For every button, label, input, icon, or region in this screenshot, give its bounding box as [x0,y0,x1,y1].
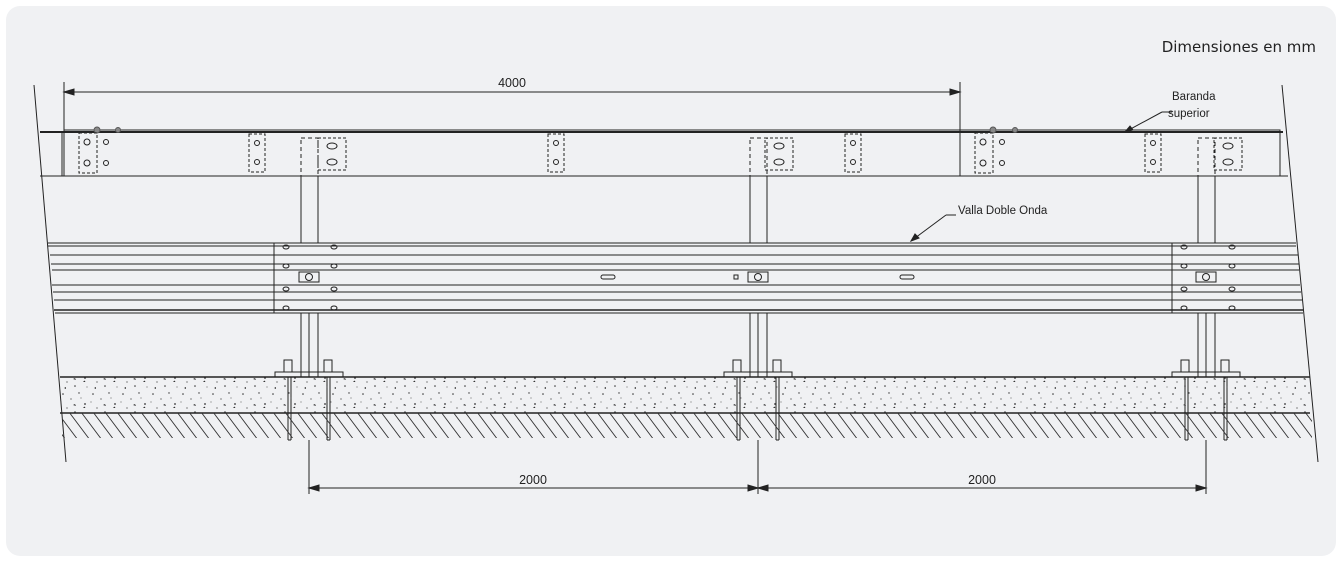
callout-upper-rail-line1: Baranda [1172,91,1216,103]
dimension-4000 [62,82,962,133]
callout-upper-rail-line2: superior [1168,108,1210,120]
dimension-left-label: 2000 [519,473,547,487]
callout-upper-rail [1123,111,1172,133]
posts [300,137,1216,377]
double-wave-rail [48,242,1303,314]
dimension-top-label: 4000 [498,76,526,90]
upper-rail [40,126,1288,177]
callout-double-wave [909,214,956,242]
dimension-right-label: 2000 [968,473,996,487]
dimension-2000-pair [307,440,1208,494]
drawing-panel [6,6,1336,556]
callout-double-wave-label: Valla Doble Onda [958,205,1048,217]
units-note: Dimensiones en mm [1161,38,1316,56]
ground-section [60,376,1312,438]
